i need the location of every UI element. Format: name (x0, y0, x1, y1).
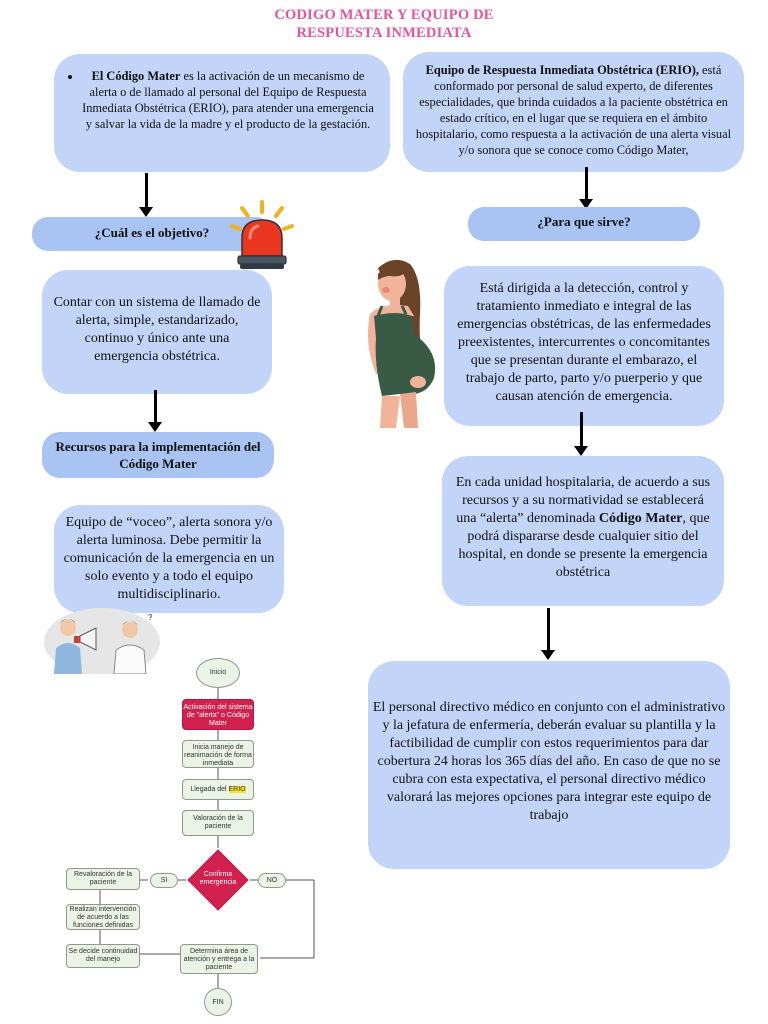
flow-decision-label: Confirma emergencia (199, 871, 237, 886)
flow-no-label: NO (258, 873, 286, 888)
page-title: CODIGO MATER Y EQUIPO DE RESPUESTA INMED… (0, 6, 768, 42)
staff-text: El personal directivo médico en conjunto… (372, 700, 726, 823)
flow-activation: Activación del sistema de "alerta" o Cód… (182, 699, 254, 730)
arrow-down-5 (541, 608, 555, 660)
title-line-2: RESPUESTA INMEDIATA (296, 25, 472, 41)
objective-heading-label: ¿Cuál es el objetivo? (94, 225, 210, 240)
flow-determine-area: Determina área de atención y entrega a l… (180, 944, 258, 974)
arrow-down-3 (579, 167, 593, 209)
flow-patient-assessment: Valoración de la paciente (182, 810, 254, 836)
flow-end: FIN (204, 988, 232, 1016)
flow-intervention: Realizan intervención de acuerdo a las f… (66, 904, 140, 930)
resources-heading-label: Recursos para la implementación del Códi… (55, 439, 261, 471)
definition-bullet: El Código Mater es la activación de un m… (82, 68, 374, 132)
unit-text-pre: En cada unidad hospitalaria, de acuerdo … (455, 475, 711, 526)
siren-icon (230, 200, 294, 269)
objective-text-box: Contar con un sistema de llamado de aler… (42, 270, 272, 394)
purpose-heading-label: ¿Para que sirve? (537, 214, 631, 229)
unit-text-bold: Código Mater (598, 511, 683, 526)
definition-text: es la activación de un mecanismo de aler… (82, 69, 374, 131)
flow-reassessment: Revaloración de la paciente (66, 868, 140, 890)
flow-start-management: Inicia manejo de reanimación de forma in… (182, 740, 254, 768)
arrow-down-2 (148, 390, 162, 432)
arrow-down-4 (574, 412, 588, 456)
erio-definition-box: Equipo de Respuesta Inmediata Obstétrica… (403, 52, 744, 172)
hospital-unit-box: En cada unidad hospitalaria, de acuerdo … (442, 456, 724, 606)
resources-text: Equipo de “voceo”, alerta sonora y/o ale… (63, 515, 275, 602)
flow-decision-diamond (187, 849, 249, 911)
flow-erio-arrival: Llegada del ERIO (182, 779, 254, 800)
definition-bold: El Código Mater (91, 69, 181, 83)
resources-heading: Recursos para la implementación del Códi… (42, 432, 274, 478)
purpose-text: Está dirigida a la detección, control y … (457, 281, 711, 404)
unit-text-post: , que podrá dispararse desde cualquier s… (458, 511, 710, 580)
erio-text: está conformado por personal de salud ex… (415, 63, 732, 157)
arrow-down-1 (139, 173, 153, 217)
flowchart-connectors (99, 688, 315, 988)
erio-bold: Equipo de Respuesta Inmediata Obstétrica… (425, 63, 699, 77)
purpose-text-box: Está dirigida a la detección, control y … (444, 266, 724, 426)
title-line-1: CODIGO MATER Y EQUIPO DE (274, 7, 494, 23)
codigo-mater-definition-box: El Código Mater es la activación de un m… (54, 54, 390, 172)
flow-yes-label: SI (150, 873, 178, 888)
purpose-heading: ¿Para que sirve? (468, 207, 700, 241)
megaphone-people-illustration: ? (44, 608, 160, 674)
objective-text: Contar con un sistema de llamado de aler… (53, 295, 261, 364)
pregnant-woman-illustration (368, 259, 436, 428)
svg-text:?: ? (148, 613, 153, 622)
objective-heading: ¿Cuál es el objetivo? (32, 217, 272, 251)
resources-text-box: Equipo de “voceo”, alerta sonora y/o ale… (54, 505, 284, 613)
flow-start: Inicio (196, 658, 240, 688)
flow-continuity: Se decide continuidad del manejo (66, 944, 140, 968)
staff-evaluation-box: El personal directivo médico en conjunto… (368, 661, 730, 869)
